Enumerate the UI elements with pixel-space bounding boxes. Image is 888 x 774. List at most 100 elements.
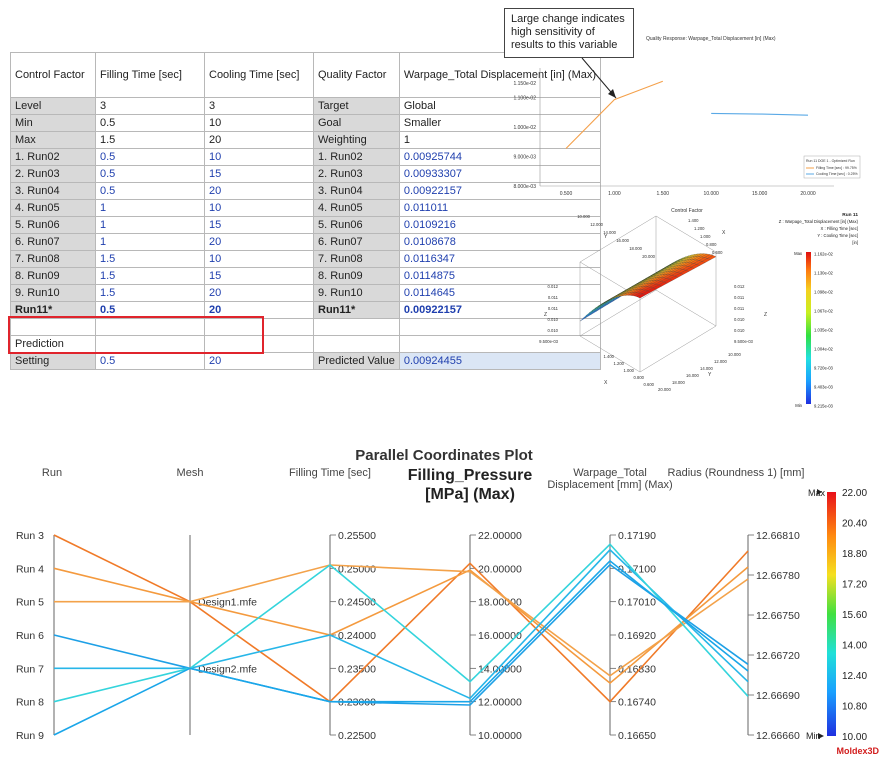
response-y-tick: 1.100e-02 [513, 96, 536, 102]
response-series-line [565, 80, 663, 149]
surface-tick: 18.000 [629, 246, 642, 251]
colorbar-label: 1.130e-02 [814, 271, 834, 276]
pc-tick-label: 12.66810 [756, 530, 800, 542]
pc-tick-label: 0.24000 [338, 630, 376, 642]
table-cell: 5. Run06 [10, 216, 96, 234]
table-cell: 8. Run09 [313, 267, 400, 285]
box-edge [579, 215, 657, 263]
table-cell: 7. Run08 [313, 250, 400, 268]
table-cell: Run11* [10, 301, 96, 319]
pc-colorbar-label: 17.20 [842, 580, 867, 591]
response-x-label: Control Factor [671, 208, 703, 214]
table-header-cell: Control Factor [10, 52, 96, 98]
surface-tick: 20.000 [642, 254, 655, 259]
pc-axis-header: Filling Time [sec] [289, 467, 371, 479]
table-cell: 0.5 [95, 182, 205, 200]
pc-tick-label: 0.16650 [618, 730, 656, 742]
table-cell: 9. Run10 [313, 284, 400, 302]
pc-colorbar-min-marker [818, 733, 824, 739]
surface-tick: 0.800 [706, 242, 717, 247]
table-cell: Level [10, 97, 96, 115]
surface-axis-z-letter: Z [764, 312, 767, 318]
pc-tick-label: 0.16920 [618, 630, 656, 642]
surface-tick: 16.000 [686, 373, 699, 378]
surface-tick: 9.500e-03 [539, 339, 559, 344]
surface-tick: 0.012 [734, 284, 745, 289]
response-x-tick: 15.000 [752, 191, 768, 197]
pc-axis-header: [MPa] (Max) [425, 486, 515, 503]
table-cell: 4. Run05 [313, 199, 400, 217]
pc-tick-label: 0.25500 [338, 530, 376, 542]
surface-tick: 1.400 [688, 218, 699, 223]
pc-tick-label: 14.00000 [478, 663, 522, 675]
surface-tick: 0.010 [548, 328, 559, 333]
table-cell: 9. Run10 [10, 284, 96, 302]
legend-box [803, 155, 861, 179]
pc-colorbar-max-label: Max [808, 488, 826, 498]
table-cell: 5. Run06 [313, 216, 400, 234]
pc-tick-label: 0.17010 [618, 597, 656, 609]
surface-y-label: Y : Cooling Time [sec] [817, 233, 858, 238]
pc-run-label: Run 9 [16, 730, 44, 742]
table-cell: 7. Run08 [10, 250, 96, 268]
pc-run-label: Run 3 [16, 530, 44, 542]
pc-colorbar-label: 22.00 [842, 488, 867, 499]
table-cell: 0.011011 [398, 199, 602, 217]
pc-tick-label: 12.66690 [756, 690, 800, 702]
table-cell: 0.00922157 [398, 301, 602, 319]
colorbar-label: 1.035e-02 [814, 328, 834, 333]
surface-tick: 0.011 [548, 306, 559, 311]
legend-entry: Cooling Time [sec] : 0.25% [816, 172, 858, 176]
pc-run-label: Run 8 [16, 697, 44, 709]
pc-tick-label: 20.00000 [478, 563, 522, 575]
quality-response-chart: Quality Response: Warpage_Total Displace… [513, 36, 861, 214]
pc-mesh-label: Design1.mfe [198, 597, 257, 609]
table-cell: 2. Run03 [313, 165, 400, 183]
pc-axis-header: Warpage_Total [573, 467, 647, 479]
colorbar-label: 1.004e-02 [814, 347, 834, 352]
table-cell: Min [10, 114, 96, 132]
surface-tick: 14.000 [603, 230, 616, 235]
pc-tick-label: 18.00000 [478, 597, 522, 609]
surface-cell [582, 312, 592, 319]
surface-x-label: X : Filling Time [sec] [821, 226, 858, 231]
response-y-tick: 1.000e-02 [513, 125, 536, 131]
pc-mesh-label: Design2.mfe [198, 663, 257, 675]
table-cell [204, 318, 314, 336]
box-edge [579, 335, 641, 373]
table-cell: 8. Run09 [10, 267, 96, 285]
pc-axis-header: Displacement [mm] (Max) [547, 479, 672, 491]
pc-axis-header: Filling_Pressure [408, 467, 533, 484]
surface-cell [707, 255, 717, 260]
pc-colorbar [827, 492, 836, 736]
surface-tick: 0.600 [712, 250, 723, 255]
surface-tick: 10.000 [728, 352, 741, 357]
surface-title: Run 11 [842, 212, 858, 218]
pc-colorbar-label: 10.00 [842, 732, 867, 743]
colorbar-label: 1.162e-02 [814, 252, 834, 257]
surface-tick: 1.400 [604, 354, 615, 359]
pc-series-line [53, 566, 749, 685]
surface-z-label: Z : Warpage_Total Displacement [in] (Max… [779, 219, 859, 224]
colorbar-max-label: Max [794, 251, 803, 256]
surface-tick: 18.000 [672, 380, 685, 385]
table-cell: 1. Run02 [313, 148, 400, 166]
colorbar-label: 1.098e-02 [814, 290, 834, 295]
surface-axis-x-letter: X [722, 230, 726, 236]
response-x-tick: 1.000 [608, 191, 621, 197]
surface-tick: 1.200 [694, 226, 705, 231]
surface-box-frame [579, 215, 717, 373]
pc-run-label: Run 7 [16, 663, 44, 675]
surface-unit: [in] [852, 240, 858, 245]
prediction-row: Prediction [10, 335, 602, 353]
